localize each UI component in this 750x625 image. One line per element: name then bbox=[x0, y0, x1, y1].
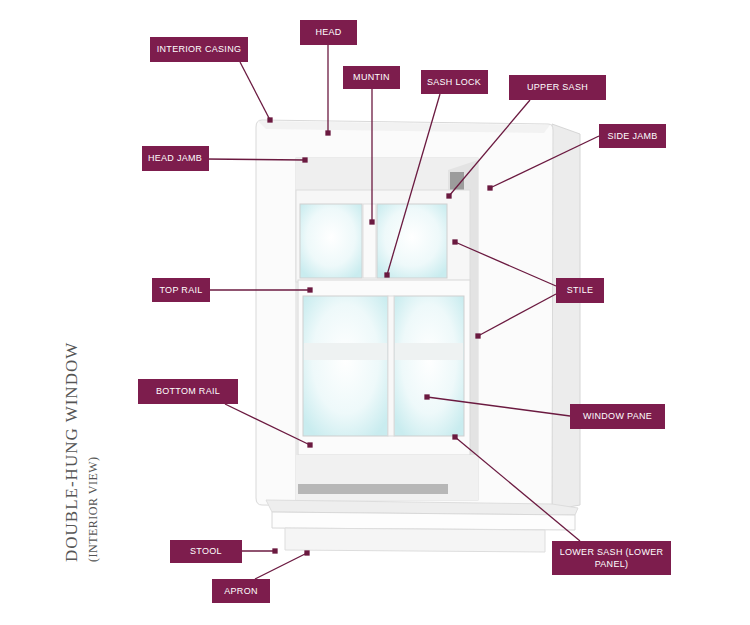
lower-sash bbox=[298, 280, 470, 455]
part-label: UPPER SASH bbox=[509, 75, 606, 100]
part-name: UPPER SASH bbox=[527, 81, 588, 93]
leader-lines bbox=[205, 45, 599, 579]
part-name: SIDE JAMB bbox=[607, 130, 657, 142]
subtitle: (INTERIOR VIEW) bbox=[86, 456, 101, 562]
part-name: HEAD JAMB bbox=[148, 152, 202, 164]
casing bbox=[256, 120, 580, 510]
jambs bbox=[296, 158, 478, 500]
part-name: WINDOW PANE bbox=[583, 410, 652, 422]
part-label: STOOL bbox=[170, 540, 242, 563]
part-label: TOP RAIL bbox=[152, 278, 210, 302]
part-label: SASH LOCK bbox=[421, 70, 488, 94]
upper-sash bbox=[296, 190, 470, 282]
part-label: BOTTOM RAIL bbox=[138, 379, 238, 404]
sill bbox=[296, 455, 478, 500]
part-label: HEAD JAMB bbox=[142, 146, 209, 171]
part-label: STILE bbox=[556, 278, 604, 303]
part-name: SASH LOCK bbox=[427, 76, 481, 88]
part-label: INTERIOR CASING bbox=[150, 37, 248, 62]
part-name: LOWER SASH (LOWER PANEL) bbox=[552, 546, 671, 570]
part-name: APRON bbox=[224, 585, 258, 597]
part-name: HEAD bbox=[315, 26, 341, 38]
part-name: INTERIOR CASING bbox=[157, 43, 242, 55]
stool-apron bbox=[266, 500, 578, 552]
part-label: HEAD bbox=[300, 20, 357, 45]
part-label: SIDE JAMB bbox=[599, 124, 666, 148]
part-label: APRON bbox=[212, 579, 270, 603]
part-name: TOP RAIL bbox=[159, 284, 202, 296]
part-label: WINDOW PANE bbox=[570, 404, 665, 429]
part-label: LOWER SASH (LOWER PANEL) bbox=[552, 541, 671, 575]
part-name: BOTTOM RAIL bbox=[156, 385, 220, 397]
part-name: MUNTIN bbox=[353, 71, 390, 83]
diagram-title: DOUBLE-HUNG WINDOW bbox=[62, 342, 82, 562]
part-name: STILE bbox=[567, 284, 594, 296]
part-name: STOOL bbox=[190, 545, 222, 557]
part-label: MUNTIN bbox=[343, 66, 400, 89]
